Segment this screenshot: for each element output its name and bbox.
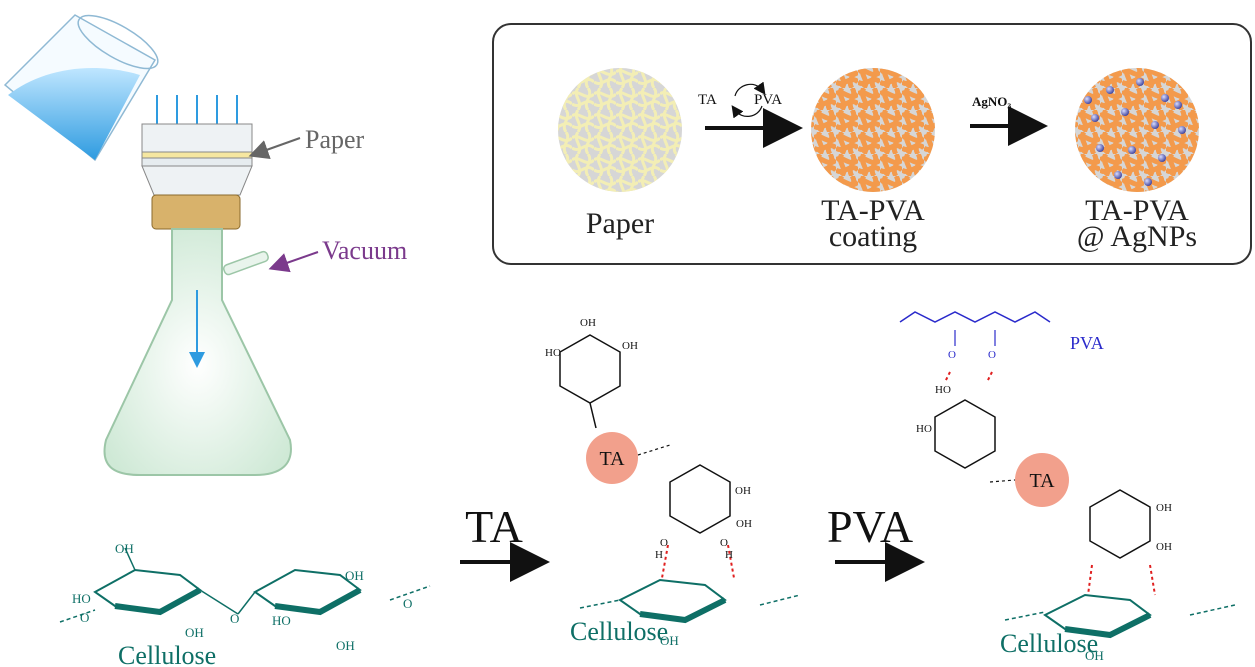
beaker-icon <box>3 14 159 162</box>
vacuum-flask-icon <box>103 228 292 476</box>
cycle-arrows-icon <box>731 81 766 119</box>
pva-label: PVA <box>1070 333 1104 353</box>
cellulose-structure-left: OH HO O OH O OH HO O OH Cellulose <box>59 541 431 667</box>
stage-label-coating-2: coating <box>829 220 917 253</box>
rubber-stopper <box>151 194 241 230</box>
pva-step-label: PVA <box>827 501 913 552</box>
oh-label: OH <box>1085 648 1104 663</box>
ta-core-circle <box>586 432 638 484</box>
oh-label: OH <box>336 638 355 653</box>
cellulose-label: Cellulose <box>1000 629 1098 658</box>
ta-core-label: TA <box>599 448 625 470</box>
oh-label: OH <box>1156 502 1172 514</box>
h-label: H <box>725 549 733 561</box>
o-label: O <box>660 537 668 549</box>
o-label: O <box>720 537 728 549</box>
stage-label-coating-1: TA-PVA <box>821 194 925 227</box>
coated-disc-icon <box>811 68 935 192</box>
oh-label: OH <box>345 568 364 583</box>
cellulose-label: Cellulose <box>118 641 216 667</box>
scheme-box: Paper TA PVA TA-PVA coating AgNO₃ TA-PVA <box>492 23 1252 265</box>
ta-step-label: TA <box>465 501 523 552</box>
cellulose-ta-structure: HO OH OH TA OH OH O O H H OH Cellulose <box>545 317 801 648</box>
o-label: O <box>80 610 89 625</box>
step1-ta-label: TA <box>698 92 717 108</box>
paper-sheet <box>141 151 253 159</box>
o-label: O <box>988 349 996 361</box>
ho-label: HO <box>72 591 91 606</box>
h-label: H <box>655 549 663 561</box>
ho-label: HO <box>916 423 932 435</box>
stage-label-agnp-2: @ AgNPs <box>1077 220 1197 253</box>
oh-label: OH <box>115 541 134 556</box>
agnp-disc-icon <box>1075 68 1199 192</box>
cellulose-ta-pva-structure: PVA O O HO HO TA OH OH OH Cellulose <box>899 311 1236 663</box>
ho-label: HO <box>272 613 291 628</box>
vacuum-label: Vacuum <box>322 236 407 265</box>
oh-label: OH <box>185 625 204 640</box>
ho-label: HO <box>935 384 951 396</box>
paper-disc-icon <box>558 68 682 192</box>
oh-label: OH <box>660 633 679 648</box>
o-label: O <box>230 611 239 626</box>
step1-pva-label: PVA <box>754 92 782 108</box>
ta-core-circle <box>1015 453 1069 507</box>
paper-label: Paper <box>305 125 365 154</box>
o-label: O <box>403 596 412 611</box>
ho-label: HO <box>545 347 561 359</box>
oh-label: OH <box>736 518 752 530</box>
oh-label: OH <box>580 317 596 329</box>
stage-label-paper: Paper <box>586 207 654 240</box>
oh-label: OH <box>735 485 751 497</box>
oh-label: OH <box>622 340 638 352</box>
ta-core-label: TA <box>1029 470 1055 492</box>
stage-label-agnp-1: TA-PVA <box>1085 194 1189 227</box>
step2-agno3-label: AgNO₃ <box>972 94 1011 109</box>
o-label: O <box>948 349 956 361</box>
cellulose-label: Cellulose <box>570 617 668 646</box>
oh-label: OH <box>1156 541 1172 553</box>
